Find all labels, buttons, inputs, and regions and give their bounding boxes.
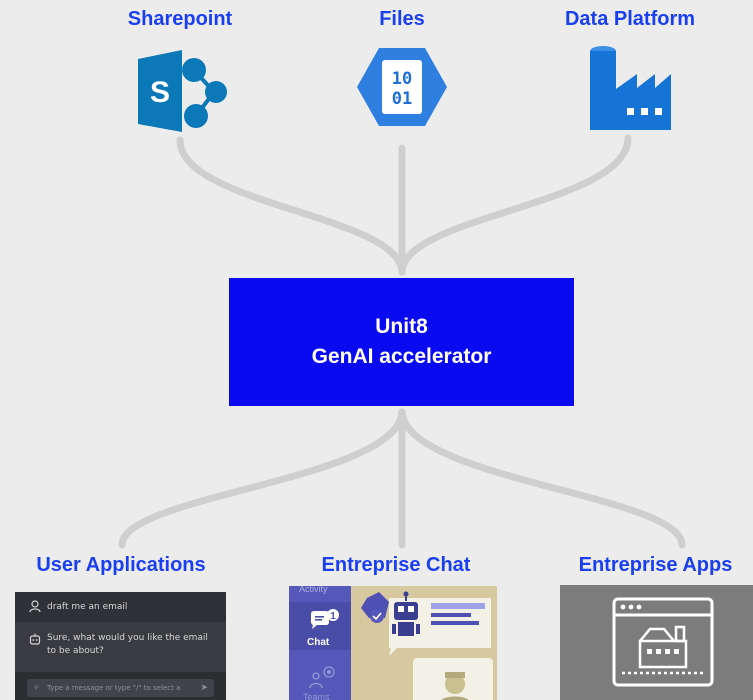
connector-enterprise-apps [398, 408, 686, 549]
enterprise-app-window-icon [612, 597, 714, 687]
bot-message: Sure, what would you like the email to b… [47, 633, 208, 656]
chat-bubble-icon: 1 [311, 609, 339, 629]
chat-illustration [361, 591, 493, 700]
genai-accelerator-box: Unit8 GenAI accelerator [229, 278, 574, 406]
sidebar-chat-label: Chat [307, 637, 330, 648]
files-glyph-line1: 10 [392, 69, 412, 89]
hub-title: Unit8 [375, 315, 428, 338]
user-message: draft me an email [47, 602, 128, 612]
hub-subtitle: GenAI accelerator [311, 345, 492, 368]
enterprise-apps-preview [560, 585, 753, 700]
binary-files-icon: 10 01 [357, 48, 447, 126]
user-app-chat-preview: draft me an email Sure, what would you l… [15, 592, 226, 700]
robot-icon [29, 633, 41, 645]
user-icon [29, 600, 41, 613]
sidebar-teams[interactable]: Teams [303, 692, 330, 700]
sharepoint-icon: S [138, 50, 227, 132]
connector-data-platform [398, 134, 632, 276]
enterprise-chat-preview: Activity 1 Chat Teams [289, 586, 497, 700]
enterprise-chat-label: Entreprise Chat [321, 554, 471, 576]
user-message-row: draft me an email [15, 592, 226, 622]
sidebar-activity[interactable]: Activity [299, 586, 328, 594]
send-icon[interactable]: ➤ [200, 683, 208, 693]
user-applications-label: User Applications [36, 554, 206, 576]
chat-input[interactable]: ✧ Type a message or type "/" to select a… [27, 679, 214, 697]
teams-icon [309, 666, 335, 689]
factory-icon [590, 46, 671, 130]
connector-user-apps [118, 408, 406, 549]
files-label: Files [379, 8, 425, 30]
files-glyph-line2: 01 [392, 89, 412, 109]
data-platform-label: Data Platform [564, 8, 696, 30]
sparkle-icon: ✧ [33, 683, 40, 692]
sidebar-chat-selected[interactable] [289, 602, 351, 650]
chat-badge: 1 [330, 611, 336, 622]
sharepoint-label: Sharepoint [127, 8, 233, 30]
connector-sharepoint [176, 136, 406, 276]
bot-message-row: Sure, what would you like the email to b… [15, 622, 226, 672]
svg-text:S: S [150, 76, 170, 109]
chat-input-placeholder: Type a message or type "/" to select a p… [47, 684, 181, 692]
enterprise-apps-label: Entreprise Apps [578, 554, 733, 576]
